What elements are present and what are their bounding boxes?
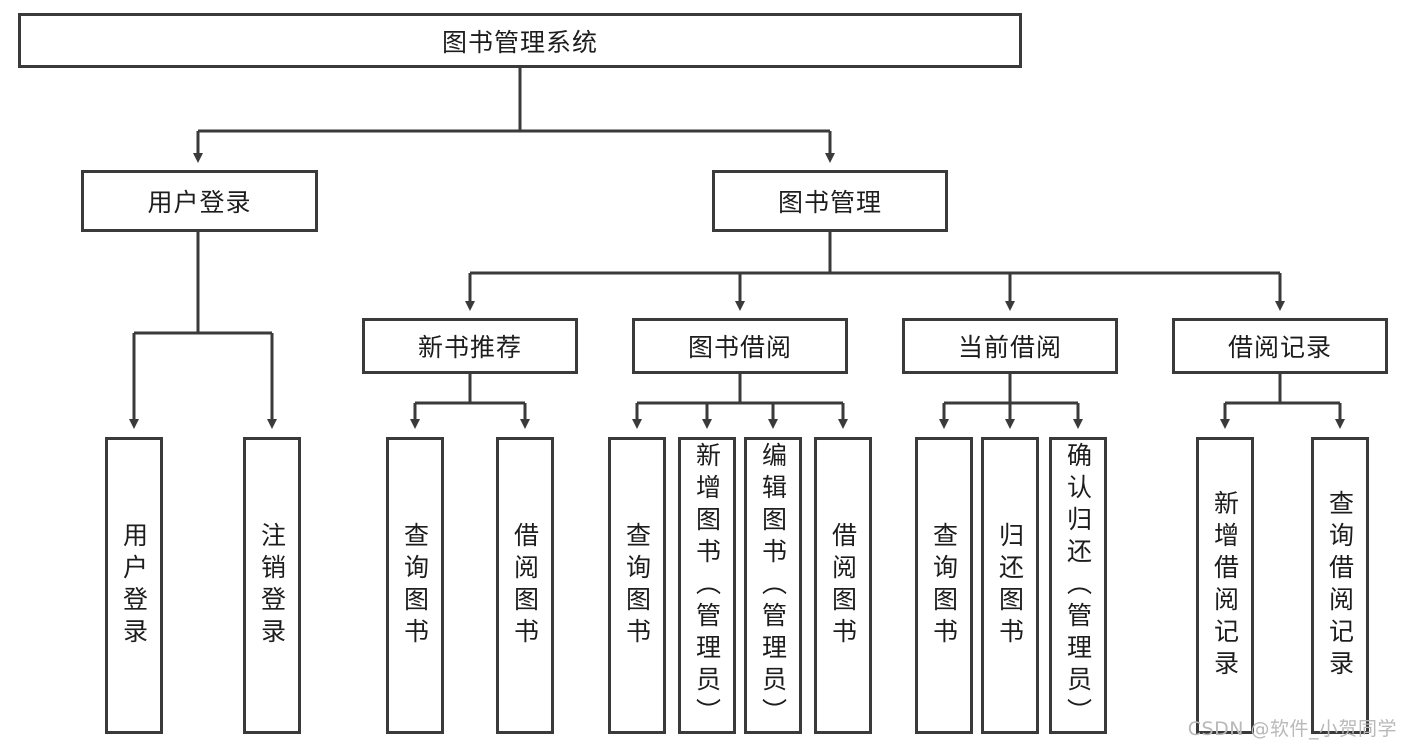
leaf-borrow-edit-book-admin[interactable]: 编辑图书（管理员）: [744, 437, 802, 734]
node-label: 借阅图书: [510, 521, 540, 650]
node-root-system[interactable]: 图书管理系统: [18, 13, 1022, 68]
node-label: 新增借阅记录: [1210, 489, 1240, 682]
node-borrow-records[interactable]: 借阅记录: [1172, 318, 1388, 374]
node-label: 用户登录: [119, 521, 149, 650]
leaf-current-confirm-return-admin[interactable]: 确认归还（管理员）: [1049, 437, 1107, 734]
node-label: 当前借阅: [957, 333, 1062, 362]
node-label: 借阅记录: [1227, 333, 1332, 362]
node-label: 用户登录: [147, 188, 252, 217]
leaf-records-query-record[interactable]: 查询借阅记录: [1311, 437, 1369, 734]
leaf-borrow-borrow-book[interactable]: 借阅图书: [814, 437, 872, 734]
leaf-borrow-query-book[interactable]: 查询图书: [608, 437, 666, 734]
leaf-records-add-record[interactable]: 新增借阅记录: [1196, 437, 1254, 734]
node-book-management[interactable]: 图书管理: [712, 170, 948, 232]
leaf-recommend-query-book[interactable]: 查询图书: [386, 437, 444, 734]
node-current-borrow[interactable]: 当前借阅: [902, 318, 1118, 374]
node-label: 查询图书: [400, 521, 430, 650]
node-label: 查询借阅记录: [1325, 489, 1355, 682]
node-new-book-recommend[interactable]: 新书推荐: [362, 318, 578, 374]
node-label: 归还图书: [995, 521, 1025, 650]
node-label: 注销登录: [257, 521, 287, 650]
leaf-user-login-logout[interactable]: 注销登录: [243, 437, 301, 734]
leaf-user-login-login[interactable]: 用户登录: [105, 437, 163, 734]
node-label: 编辑图书（管理员）: [758, 441, 788, 730]
leaf-borrow-add-book-admin[interactable]: 新增图书（管理员）: [678, 437, 736, 734]
leaf-current-query-book[interactable]: 查询图书: [915, 437, 973, 734]
node-label: 新书推荐: [417, 333, 522, 362]
node-label: 确认归还（管理员）: [1063, 441, 1093, 730]
node-label: 查询图书: [622, 521, 652, 650]
node-label: 图书借阅: [687, 333, 792, 362]
node-book-borrow[interactable]: 图书借阅: [632, 318, 848, 374]
leaf-current-return-book[interactable]: 归还图书: [981, 437, 1039, 734]
node-label: 图书管理: [777, 188, 882, 217]
node-label: 借阅图书: [828, 521, 858, 650]
node-label: 查询图书: [929, 521, 959, 650]
csdn-watermark: CSDN @软件_小贺同学: [1187, 718, 1397, 740]
node-label: 图书管理系统: [441, 27, 598, 57]
node-label: 新增图书（管理员）: [692, 441, 722, 730]
node-user-login[interactable]: 用户登录: [81, 170, 318, 232]
leaf-recommend-borrow-book[interactable]: 借阅图书: [496, 437, 554, 734]
